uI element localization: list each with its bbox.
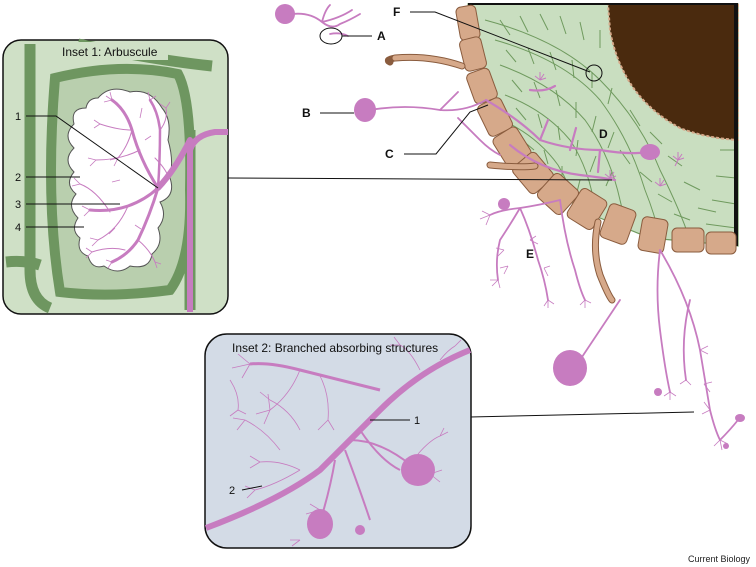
inset1-connector bbox=[227, 177, 613, 181]
intercellular-hypha bbox=[187, 129, 228, 312]
spore-large bbox=[553, 350, 587, 386]
inset1-label-3: 3 bbox=[15, 199, 21, 211]
inset2: 1 2 Inset 2: Branched absorbing structur… bbox=[204, 333, 472, 549]
arbuscule-fine-branches bbox=[71, 91, 171, 269]
inset2-spore-3 bbox=[355, 525, 365, 535]
spore-b bbox=[354, 98, 376, 122]
inset1-label-4: 4 bbox=[15, 222, 21, 234]
spore-e-small bbox=[498, 198, 510, 210]
inset1: 1 2 3 4 Inset 1: Arbuscule bbox=[2, 38, 229, 315]
root-section bbox=[384, 3, 739, 304]
inset2-connector bbox=[469, 411, 695, 418]
label-c: C bbox=[385, 147, 394, 161]
arbuscules bbox=[534, 72, 685, 187]
inset2-branch-upper bbox=[249, 362, 381, 392]
spore-tiny-3 bbox=[723, 443, 729, 449]
label-f: F bbox=[393, 5, 400, 19]
spore-tiny-2 bbox=[735, 414, 745, 422]
label-d: D bbox=[599, 127, 608, 141]
inset1-label-2: 2 bbox=[15, 172, 21, 184]
callout-circle-a bbox=[319, 27, 343, 45]
inset1-title: Inset 1: Arbuscule bbox=[62, 45, 158, 59]
root-labels: A B C D E F bbox=[302, 5, 608, 261]
inset1-label-1: 1 bbox=[15, 111, 21, 123]
inset2-fine-branches bbox=[229, 336, 462, 547]
inset2-label-2: 2 bbox=[229, 485, 235, 497]
spore-tiny-1 bbox=[654, 388, 662, 396]
inset2-main-hypha bbox=[204, 347, 472, 531]
inset2-spore-2 bbox=[307, 509, 333, 539]
spores bbox=[275, 4, 745, 449]
root-callouts bbox=[319, 11, 603, 155]
root-stele bbox=[606, 3, 739, 142]
arbuscule-branches bbox=[79, 98, 193, 264]
label-b: B bbox=[302, 106, 311, 120]
credit-text: Current Biology bbox=[687, 554, 750, 564]
label-e: E bbox=[526, 247, 534, 261]
vesicle-d bbox=[640, 144, 660, 160]
callout-circle-f bbox=[585, 64, 603, 82]
intraradical-hyphae bbox=[484, 84, 652, 182]
inset2-label-1: 1 bbox=[414, 415, 420, 427]
inset2-title: Inset 2: Branched absorbing structures bbox=[232, 341, 438, 355]
inset2-spore-1 bbox=[401, 454, 435, 486]
spore-a bbox=[275, 4, 295, 24]
label-a: A bbox=[377, 29, 386, 43]
